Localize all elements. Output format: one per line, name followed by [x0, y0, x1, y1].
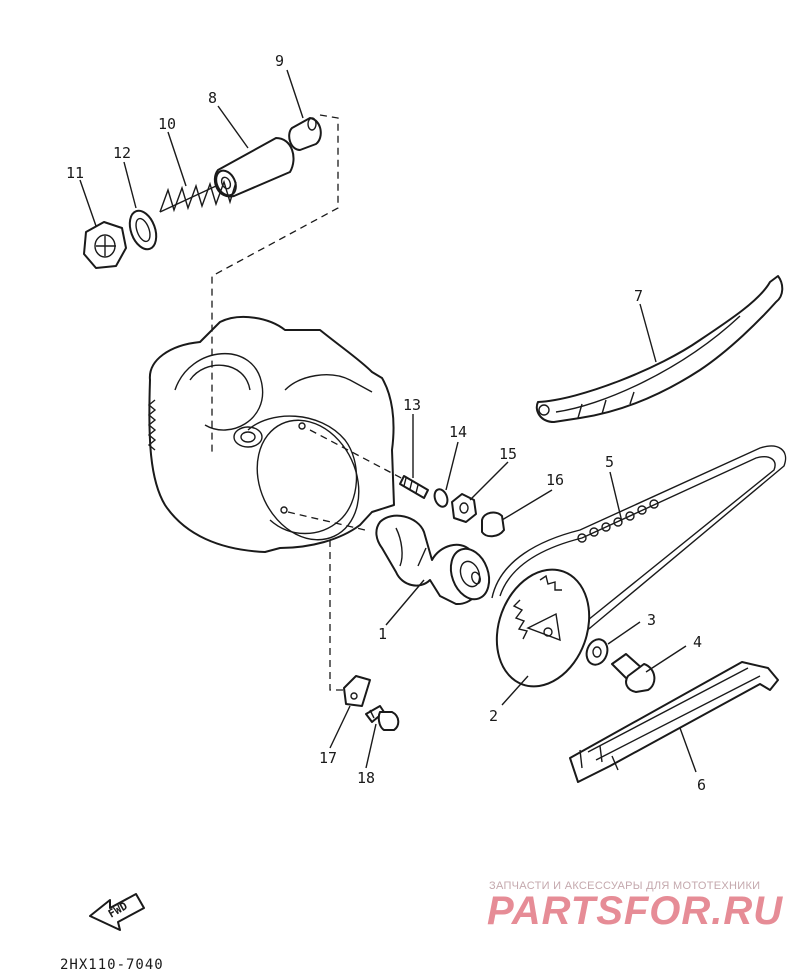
- camshaft: [375, 514, 491, 606]
- callout-15: 15: [499, 445, 517, 463]
- tensioner-spring: [159, 179, 237, 213]
- chain-guide-upper: [535, 275, 784, 423]
- callout-7: 7: [634, 287, 643, 305]
- callout-10: 10: [158, 115, 176, 133]
- callout-4: 4: [693, 633, 702, 651]
- watermark-brand: PARTSFOR.RU: [487, 889, 783, 933]
- tensioner-cap: [288, 117, 322, 151]
- callout-9: 9: [275, 52, 284, 70]
- watermark: ЗАПЧАСТИ И АКСЕССУАРЫ ДЛЯ МОТОТЕХНИКИ PA…: [487, 880, 783, 933]
- callout-1: 1: [378, 625, 387, 643]
- callout-12: 12: [113, 144, 131, 162]
- chain-links-detail: [577, 499, 659, 543]
- callout-2: 2: [489, 707, 498, 725]
- callout-13: 13: [403, 396, 421, 414]
- callout-5: 5: [605, 453, 614, 471]
- callout-labels: 1 2 3 4 5 6 7 8 9 10 11 12 13 14 15 16 1…: [66, 52, 706, 794]
- assembly-lines: [211, 114, 406, 691]
- callout-11: 11: [66, 164, 84, 182]
- reference-code: 2HX110-7040: [60, 957, 164, 973]
- bolt-11: [83, 221, 127, 269]
- watermark-tagline: ЗАПЧАСТИ И АКСЕССУАРЫ ДЛЯ МОТОТЕХНИКИ: [489, 880, 760, 892]
- washer-12: [128, 209, 158, 251]
- pin-13: [399, 475, 429, 499]
- washer-3: [585, 638, 609, 666]
- screw-18: [365, 705, 400, 731]
- bolt-4: [611, 653, 656, 693]
- chain-guide-lower: [569, 661, 779, 783]
- callout-18: 18: [357, 769, 375, 787]
- bracket-17: [343, 675, 371, 707]
- cam-sprocket: [495, 568, 591, 688]
- cap-16: [481, 511, 505, 538]
- o-ring-14: [433, 488, 449, 508]
- engine-case: [147, 315, 395, 553]
- callout-3: 3: [647, 611, 656, 629]
- callout-8: 8: [208, 89, 217, 107]
- fwd-badge: FWD: [89, 893, 145, 931]
- callout-16: 16: [546, 471, 564, 489]
- callout-14: 14: [449, 423, 467, 441]
- tensioner-body: [213, 137, 295, 198]
- nut-15: [451, 493, 477, 523]
- callout-6: 6: [697, 776, 706, 794]
- callout-17: 17: [319, 749, 337, 767]
- leader-lines: [79, 69, 697, 773]
